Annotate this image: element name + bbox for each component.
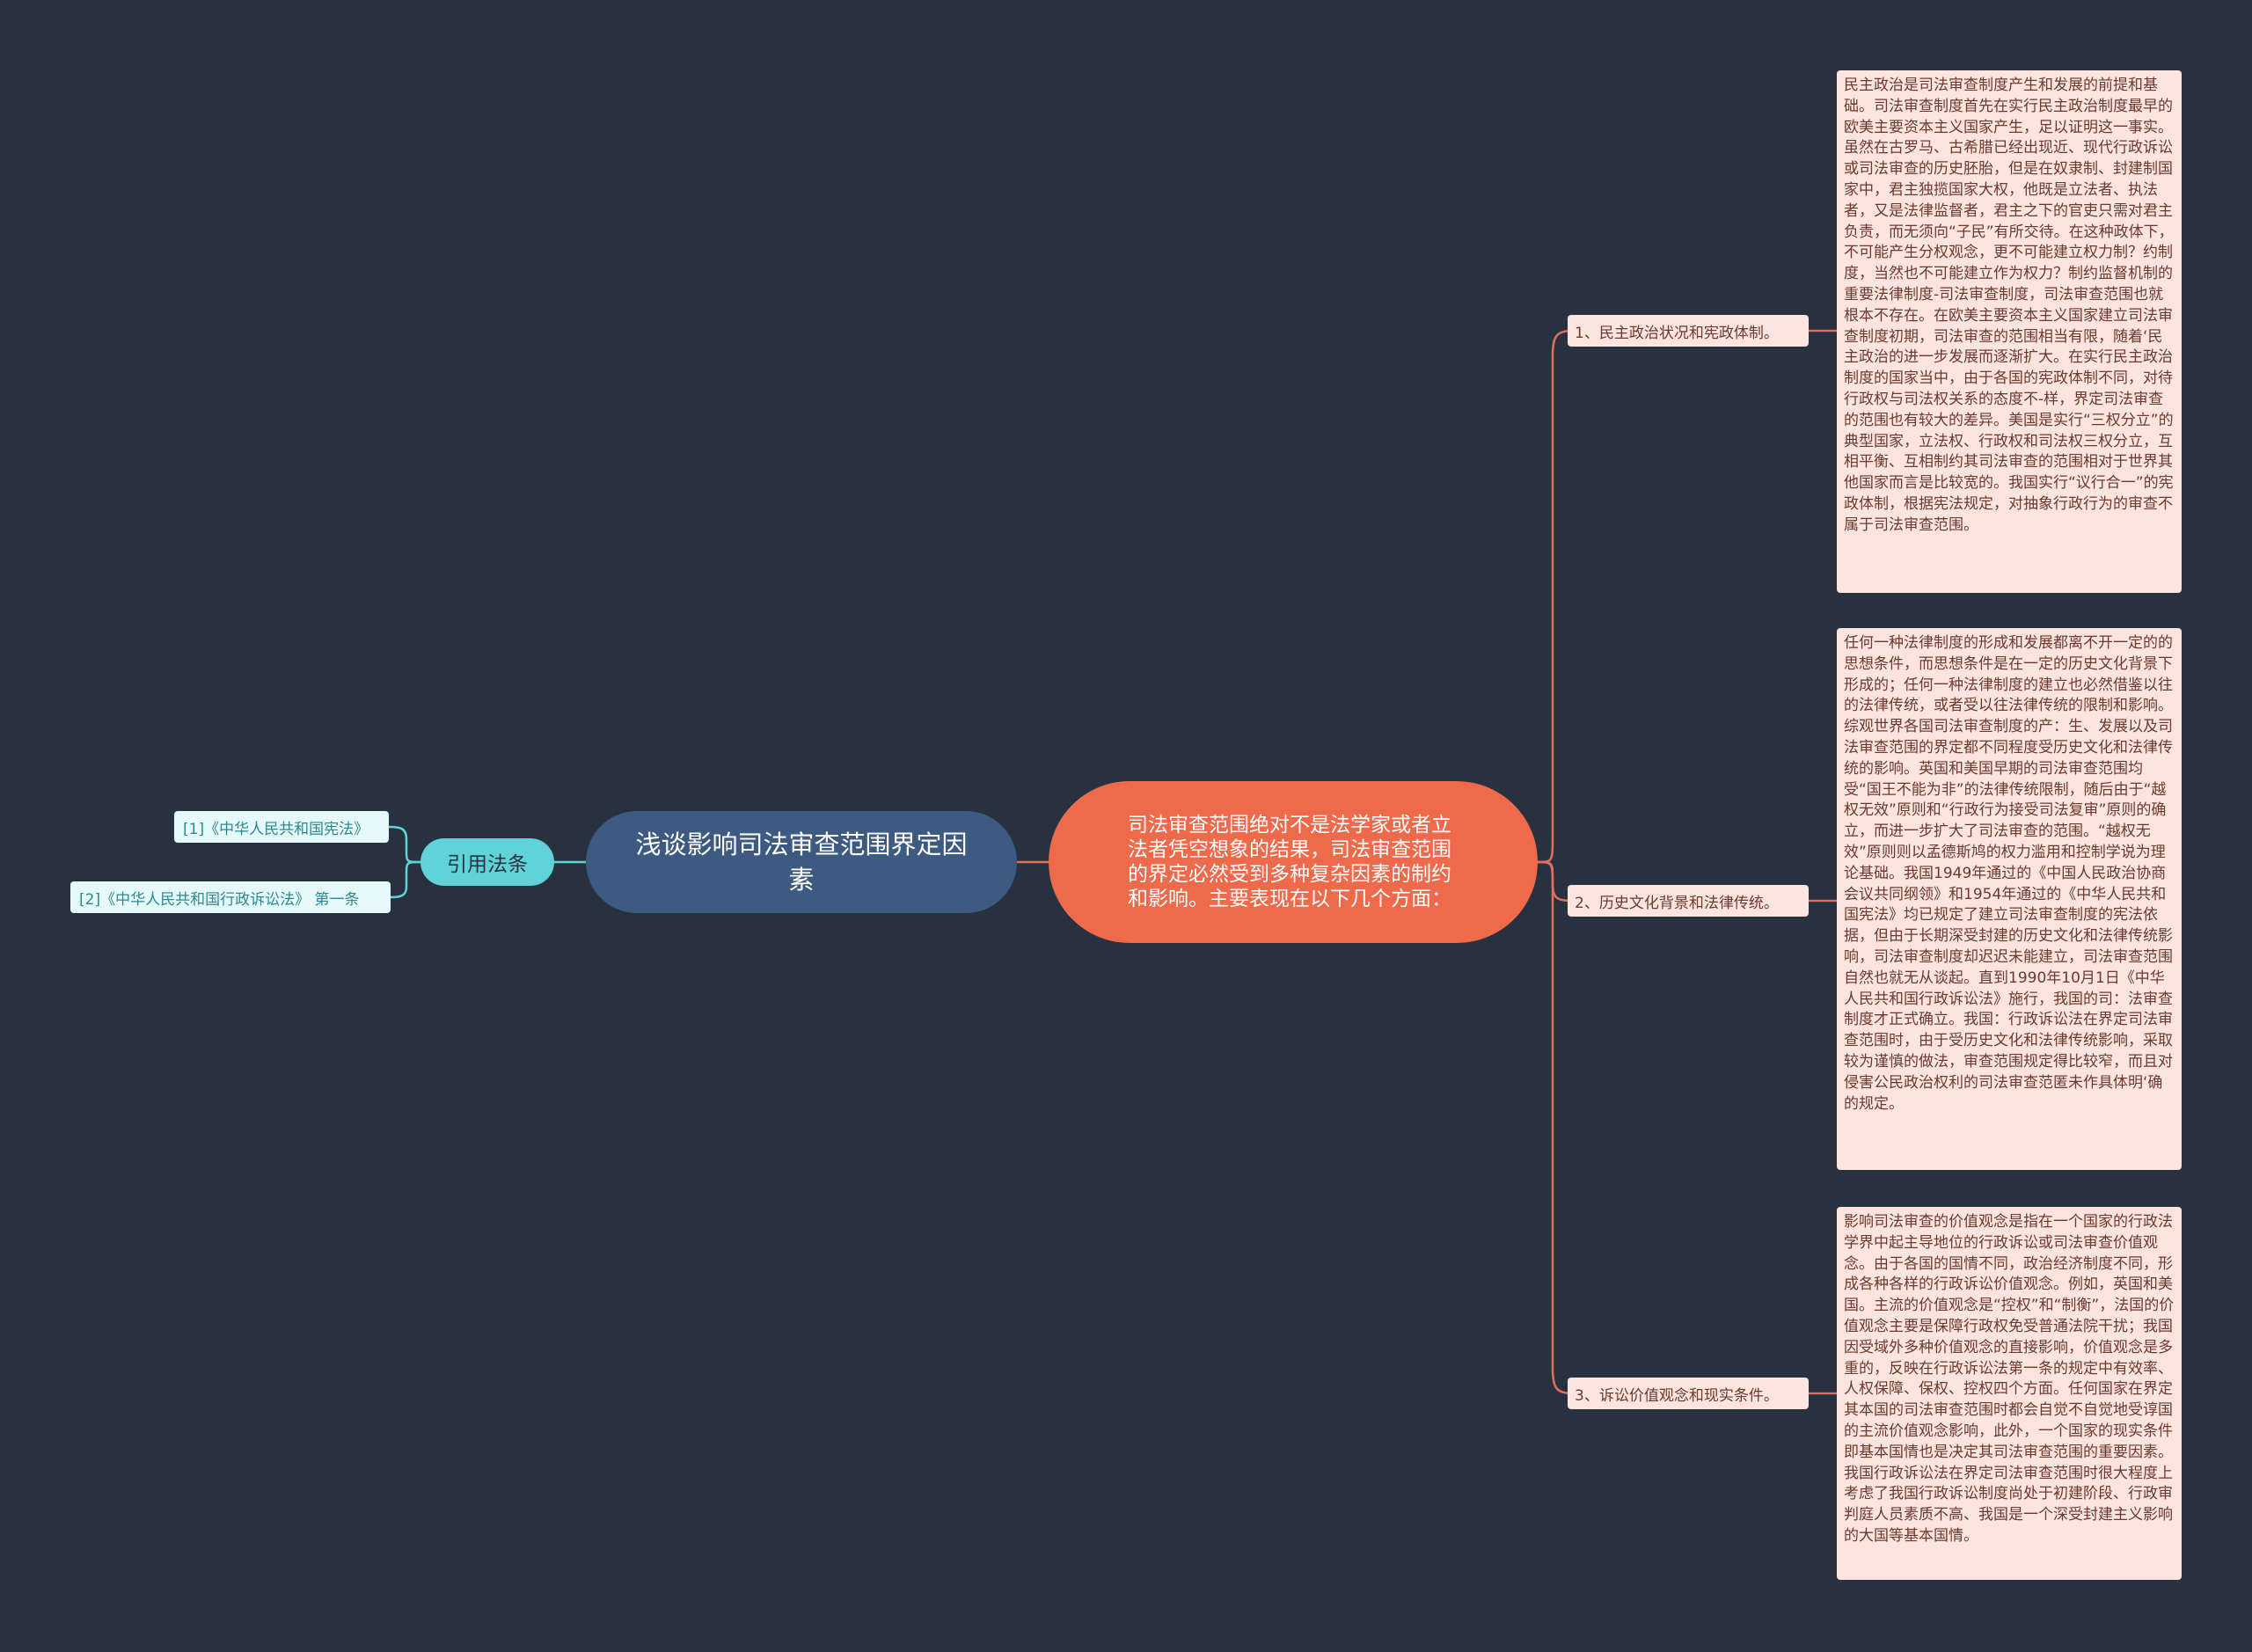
branch-detail-text: 影响司法审查的价值观念是指在一个国家的行政法学界中起主导地位的行政诉讼或司法审查…	[1844, 1213, 2175, 1545]
branch-detail-2[interactable]: 任何一种法律制度的形成和发展都离不开一定的的思想条件，而思想条件是在一定的历史文…	[1837, 628, 2182, 1170]
branch-label: 2、历史文化背景和法律传统。	[1575, 894, 1779, 912]
references-node[interactable]: 引用法条	[420, 838, 554, 886]
branch-detail-3[interactable]: 影响司法审查的价值观念是指在一个国家的行政法学界中起主导地位的行政诉讼或司法审查…	[1837, 1207, 2182, 1580]
root-topic-label: 浅谈影响司法审查范围界定因素	[635, 830, 968, 895]
branch-label: 1、民主政治状况和宪政体制。	[1575, 324, 1779, 342]
branch-node-1[interactable]: 1、民主政治状况和宪政体制。	[1568, 315, 1809, 347]
reference-item-label: [2]《中华人民共和国行政诉讼法》 第一条	[79, 890, 360, 909]
reference-item-label: [1]《中华人民共和国宪法》	[183, 820, 369, 838]
branch-detail-1[interactable]: 民主政治是司法审查制度产生和发展的前提和基础。司法审查制度首先在实行民主政治制度…	[1837, 70, 2182, 593]
branch-detail-text: 任何一种法律制度的形成和发展都离不开一定的的思想条件，而思想条件是在一定的历史文…	[1844, 634, 2173, 1113]
main-topic-label: 司法审查范围绝对不是法学家或者立法者凭空想象的结果，司法审查范围的界定必然受到多…	[1128, 814, 1451, 910]
connector-ref-law1	[387, 825, 422, 864]
branch-node-2[interactable]: 2、历史文化背景和法律传统。	[1568, 885, 1809, 917]
references-label: 引用法条	[447, 853, 528, 876]
branch-label: 3、诉讼价值观念和现实条件。	[1575, 1386, 1779, 1405]
main-topic[interactable]: 司法审查范围绝对不是法学家或者立法者凭空想象的结果，司法审查范围的界定必然受到多…	[1049, 781, 1538, 943]
reference-item-1[interactable]: [1]《中华人民共和国宪法》	[174, 811, 389, 843]
branch-node-3[interactable]: 3、诉讼价值观念和现实条件。	[1568, 1378, 1809, 1409]
root-topic[interactable]: 浅谈影响司法审查范围界定因素	[586, 811, 1017, 913]
branch-detail-text: 民主政治是司法审查制度产生和发展的前提和基础。司法审查制度首先在实行民主政治制度…	[1844, 77, 2174, 534]
connector-ref-law2	[389, 860, 422, 899]
reference-item-2[interactable]: [2]《中华人民共和国行政诉讼法》 第一条	[70, 881, 391, 913]
connector-main-branch-1	[1536, 329, 1576, 864]
connector-main-branch-3	[1536, 860, 1576, 1395]
